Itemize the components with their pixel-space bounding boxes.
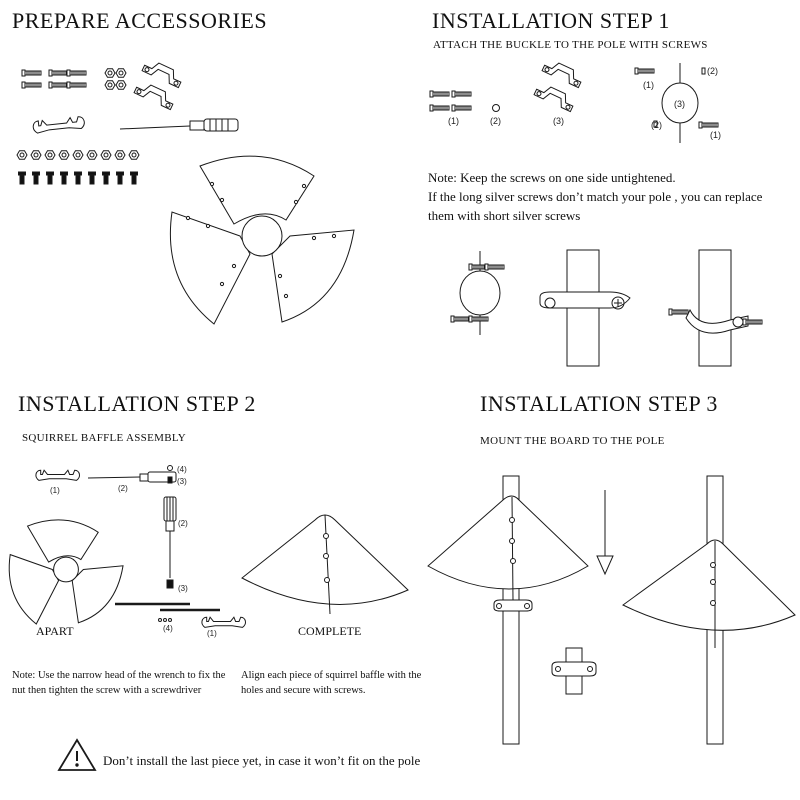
wrench-icon [33,116,85,133]
baffle-icon [242,515,408,614]
washer-icon [493,105,500,112]
screwdriver-icon [88,472,176,482]
clamp-icon [451,251,504,335]
screw-icon [430,91,471,111]
part-label-2: (2) [490,116,501,126]
clamp-icon [134,58,184,110]
tool-label-2: (2) [118,484,128,493]
screw-icon [19,172,138,184]
nut-icon [159,619,172,622]
tool-label-1: (1) [207,629,217,638]
warning-icon [59,740,95,770]
clamp-icon [552,648,596,694]
pole-icon [623,476,795,744]
screw-icon [167,580,173,588]
wrench-icon [202,617,246,627]
nut-icon [105,69,126,90]
wrench-icon [36,470,80,480]
nut-icon [17,151,139,160]
tool-label-1: (1) [50,486,60,495]
tool-label-2: (2) [178,519,188,528]
screw-icon [168,477,172,483]
pole-icon [540,250,630,366]
part-label-1: (1) [710,130,721,140]
tool-label-4: (4) [163,624,173,633]
nut-icon [168,466,173,471]
part-label-2: (2) [707,66,718,76]
part-label-2: (2) [651,120,662,130]
tool-label-3: (3) [178,584,188,593]
part-label-3: (3) [553,116,564,126]
baffle-icon [170,156,354,324]
part-label-3: (3) [674,99,685,109]
baffle-icon [9,520,123,624]
clamp-icon [534,58,584,112]
pole-icon [669,250,762,366]
tool-label-3: (3) [177,477,187,486]
arrow-down-icon [597,490,613,574]
pole-icon [428,476,588,744]
screw-icon [22,70,86,88]
tool-label-4: (4) [177,465,187,474]
screwdriver-icon [164,497,176,578]
screwdriver-icon [120,119,238,131]
part-label-1: (1) [643,80,654,90]
part-label-1: (1) [448,116,459,126]
